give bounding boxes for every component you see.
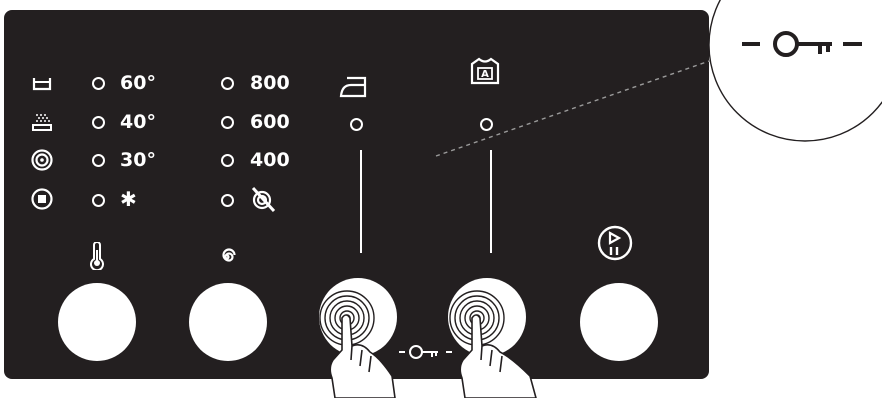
shirt-divider [490,150,492,253]
temp-led-cold [92,194,105,207]
iron-button[interactable] [319,278,397,356]
shirt-a-icon: A [468,56,502,90]
temp-led-30 [92,154,105,167]
spin-label-800: 800 [250,72,290,94]
spiral-icon [31,149,53,171]
temp-led-60 [92,77,105,90]
iron-led [350,118,363,131]
steam-dots-icon [32,112,52,132]
iron-divider [360,150,362,253]
key-icon-large [742,33,862,55]
shirt-led [480,118,493,131]
spin-label-600: 600 [250,111,290,133]
spin-spiral-icon [216,246,238,268]
spin-led-800 [221,77,234,90]
spin-button[interactable] [189,283,267,361]
zoom-callout [709,0,882,141]
temperature-button[interactable] [58,283,136,361]
iron-icon [339,75,371,99]
control-panel: 60° 40° 30° ✱ 800 600 400 A [4,10,709,379]
temp-label-60: 60° [120,72,156,94]
svg-text:A: A [481,69,489,80]
start-pause-button[interactable] [580,283,658,361]
cold-symbol: ✱ [120,188,137,210]
temp-led-40 [92,116,105,129]
temp-label-40: 40° [120,111,156,133]
stop-square-icon [31,188,53,210]
no-spin-icon [250,186,276,212]
temp-label-30: 30° [120,149,156,171]
shirt-button[interactable] [448,278,526,356]
spin-led-600 [221,116,234,129]
tub-icon [32,76,52,92]
spin-led-400 [221,154,234,167]
spin-label-400: 400 [250,149,290,171]
thermometer-icon [89,242,105,270]
spin-led-none [221,194,234,207]
play-pause-icon [596,224,634,262]
